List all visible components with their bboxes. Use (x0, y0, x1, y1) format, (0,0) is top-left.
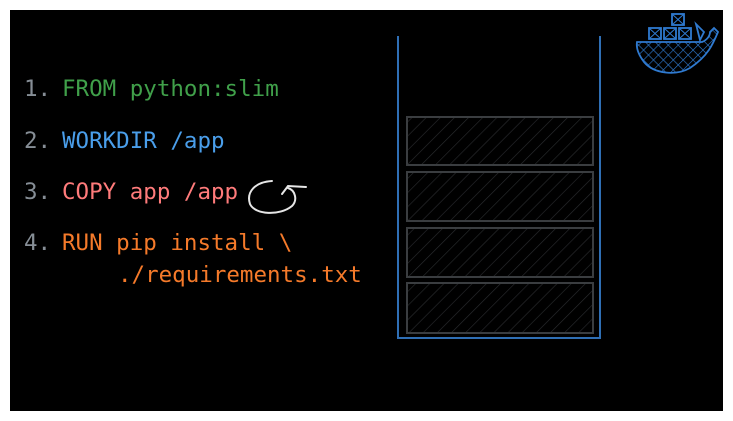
step-number: 2. (24, 128, 52, 154)
diagram-graphics (248, 13, 720, 339)
step-4: 4. RUN pip install \ (10, 230, 292, 256)
step-2: 2. WORKDIR /app (10, 128, 225, 154)
layer-1 (406, 282, 594, 334)
docker-whale-icon (635, 13, 720, 74)
step-code-continuation: ./requirements.txt (118, 262, 362, 288)
step-3: 3. COPY app /app (10, 179, 238, 205)
step-number: 4. (24, 230, 52, 256)
canvas: 1. FROM python:slim 2. WORKDIR /app 3. COPY… (10, 10, 723, 411)
layer-3 (406, 171, 594, 222)
step-code: RUN pip install \ (62, 230, 293, 256)
layer-2 (406, 227, 594, 278)
step-number: 3. (24, 179, 52, 205)
step-4-continuation: ./requirements.txt (118, 262, 362, 288)
image-stack-container (397, 36, 601, 339)
step-1: 1. FROM python:slim (10, 76, 279, 102)
step-code: FROM python:slim (62, 76, 279, 102)
image-layers (406, 116, 594, 334)
step-number: 1. (24, 76, 52, 102)
step-code: WORKDIR /app (62, 128, 225, 154)
step-code: COPY app /app (62, 179, 239, 205)
rebuild-arrow-icon (248, 180, 307, 214)
layer-4 (406, 116, 594, 166)
